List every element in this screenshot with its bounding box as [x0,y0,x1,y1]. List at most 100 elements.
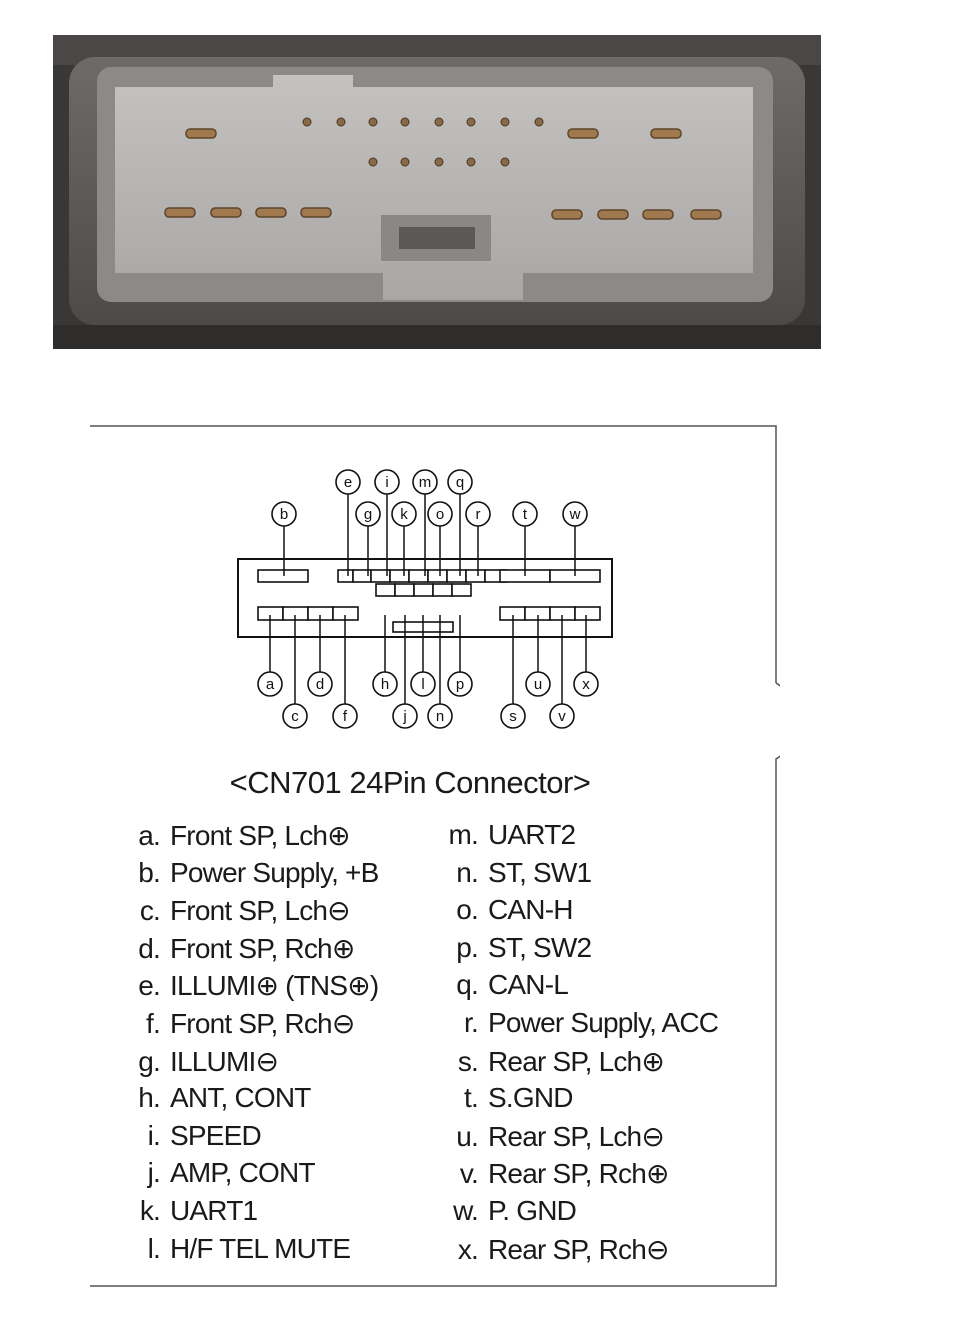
photo-pin-blade [650,128,682,139]
pin-key: q. [456,969,479,1001]
pin-label: h [381,676,389,693]
legend-item: m.UART2 [442,819,718,857]
pin-key: n. [456,856,479,888]
photo-pin-dot [434,157,444,167]
legend-item: i. SPEED [135,1120,378,1158]
photo-pin-dot [466,117,476,127]
pin-key: g. [138,1045,161,1077]
photo-pin-dot [500,117,510,127]
pin-key: l. [147,1232,161,1264]
pin-key: j. [147,1157,161,1189]
legend-item: a. Front SP, Lch⊕ [135,819,378,857]
pin-description: SPEED [170,1119,262,1151]
pin-key: k. [139,1194,161,1226]
pin-label: j [402,708,406,725]
pin-label: r [476,506,481,523]
pin-description: Rear SP, Lch⊖ [488,1120,665,1152]
pin-label-circle [427,703,453,729]
pin-slot [432,583,453,597]
pin-label-circle [427,501,453,527]
pin-label: p [456,676,464,693]
photo-pin-dot [500,157,510,167]
pin-label-circle [372,671,398,697]
pin-label: w [569,506,581,523]
legend-item: w. P. GND [442,1195,718,1233]
pin-label-circle [355,501,381,527]
pin-description: Rear SP, Rch⊕ [488,1158,669,1190]
photo-pin-dot [434,117,444,127]
pin-key: w. [453,1194,479,1226]
pin-description: ST, SW1 [488,856,592,888]
photo-pin-blade [255,207,287,218]
pin-slot [394,583,415,597]
legend-item: f.Front SP, Rch⊖ [135,1007,378,1045]
pin-description: UART1 [170,1194,258,1226]
pin-slot [375,583,396,597]
pin-description: ILLUMI⊖ [170,1045,279,1077]
pin-label-circle [257,671,283,697]
pin-description: CAN-H [488,894,573,926]
pin-description: CAN-L [488,969,569,1001]
legend-item: b.Power Supply, +B [135,857,379,895]
pin-label-circle [447,469,473,495]
pin-label: d [316,676,324,693]
photo-pin-blade [300,207,332,218]
pin-label: t [523,506,528,523]
pin-description: Rear SP, Rch⊖ [488,1233,669,1265]
pin-description: Front SP, Lch⊖ [170,895,351,927]
pin-label-circle [410,671,436,697]
pin-label-circle [392,703,418,729]
legend-item: l.H/F TEL MUTE [135,1233,378,1271]
photo-pin-dot [400,157,410,167]
pin-description: S.GND [488,1082,573,1114]
pin-key: h. [138,1082,161,1114]
panel-frame [90,425,780,1287]
pin-label-circle [335,469,361,495]
pin-leads [269,494,587,704]
photo-pin-blade [210,207,242,218]
photo-pin-dot [400,117,410,127]
pin-key: s. [457,1045,479,1077]
pin-label: f [343,708,348,725]
pin-slot [413,583,434,597]
pin-key: u. [456,1120,479,1152]
pin-key: i. [147,1119,161,1151]
legend-item: d.Front SP, Rch⊕ [135,932,378,970]
pin-label: e [344,474,352,491]
pin-label: g [364,506,372,523]
photo-pin-blade [597,209,629,220]
pin-label: i [385,474,388,491]
legend-item: h. ANT, CONT [135,1082,378,1120]
pin-key: p. [456,931,479,963]
photo-pin-dot [368,117,378,127]
pin-label-circle [562,501,588,527]
pin-key: d. [138,932,161,964]
pin-label-circle [391,501,417,527]
pin-description: P. GND [488,1194,577,1226]
pin-label-circle [271,501,297,527]
pin-description: AMP, CONT [170,1157,316,1189]
pin-slot [427,569,448,583]
pin-key: e. [138,970,161,1002]
pin-key: a. [138,820,161,851]
pin-label: a [266,676,275,693]
pin-slot [451,583,472,597]
pin-label: b [280,506,288,523]
legend-item: v.Rear SP, Rch⊕ [442,1157,718,1195]
pin-slot [337,569,354,583]
pin-key: x. [457,1233,479,1265]
pin-label-circle [549,703,575,729]
pin-label: c [291,708,299,725]
pin-description: ANT, CONT [170,1082,311,1114]
pin-description: Front SP, Lch⊕ [170,820,351,851]
pin-label: s [509,708,517,725]
pin-label: v [558,708,566,725]
pin-label: o [436,506,444,523]
pin-label-circle [500,703,526,729]
photo-pin-blade [164,207,196,218]
legend-item: p.ST, SW2 [442,932,718,970]
